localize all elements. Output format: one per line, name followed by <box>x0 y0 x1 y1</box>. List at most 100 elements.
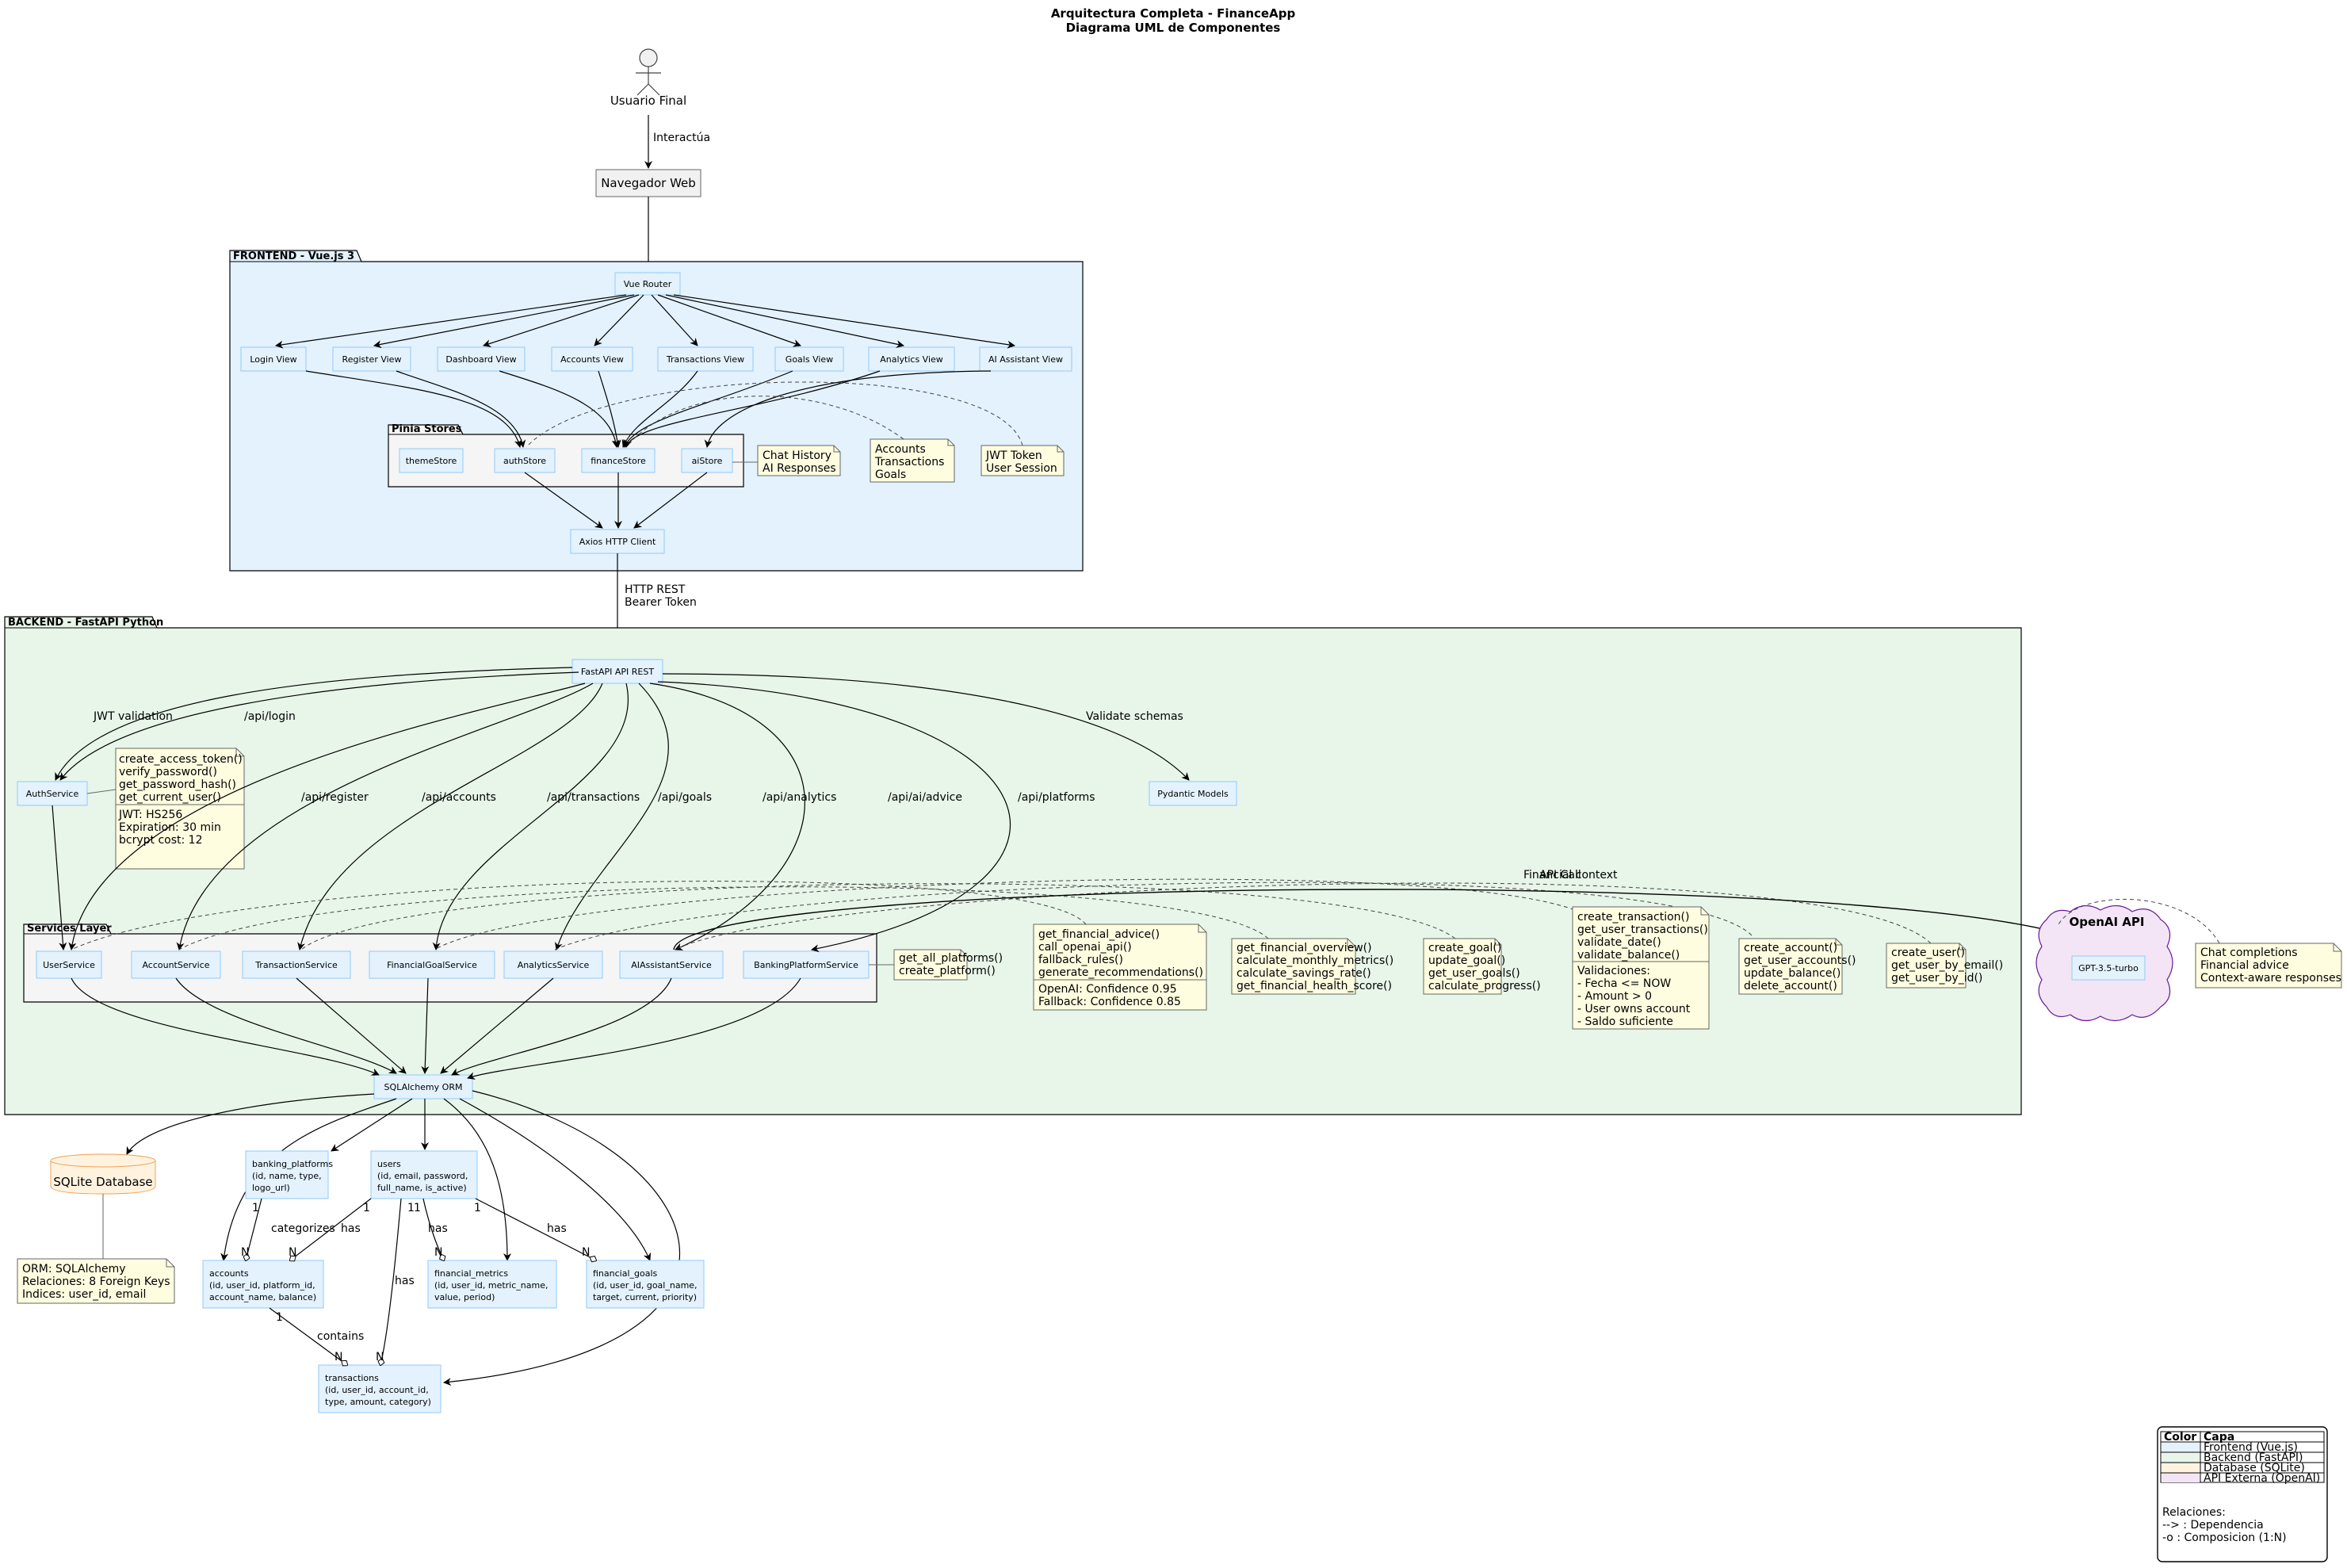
vue-router <box>614 272 681 296</box>
svg-text:Fallback: Confidence 0.85: Fallback: Confidence 0.85 <box>1038 996 1181 1008</box>
svg-text:get_financial_advice(): get_financial_advice() <box>1038 928 1160 941</box>
svg-text:Indices: user_id, email: Indices: user_id, email <box>22 1288 146 1301</box>
services: UserService AccountService TransactionSe… <box>36 950 870 979</box>
svg-text:verify_password(): verify_password() <box>119 766 217 778</box>
svg-text:get_user_goals(): get_user_goals() <box>1428 967 1520 980</box>
svg-text:get_all_platforms(): get_all_platforms() <box>899 952 1003 965</box>
financial-goal-service <box>369 950 495 979</box>
svg-text:Validate schemas: Validate schemas <box>1086 710 1183 723</box>
note-sqlite: ORM: SQLAlchemy Relaciones: 8 Foreign Ke… <box>17 1258 175 1304</box>
note-users: create_user() get_user_by_email() get_us… <box>1886 943 2003 989</box>
svg-text:financial_metrics: financial_metrics <box>434 1268 508 1279</box>
svg-text:--> : Dependencia: --> : Dependencia <box>2162 1519 2264 1532</box>
diagram-title: Arquitectura Completa - FinanceApp <box>1051 6 1296 21</box>
register-view <box>332 346 411 372</box>
edge-label-api-call: API Call <box>1539 869 1581 882</box>
svg-text:/api/register: /api/register <box>301 791 369 804</box>
svg-text:create_platform(): create_platform() <box>899 965 996 977</box>
svg-text:calculate_progress(): calculate_progress() <box>1428 980 1541 992</box>
fastapi-rest <box>571 659 663 684</box>
svg-text:Financial advice: Financial advice <box>2200 959 2289 972</box>
svg-text:- Saldo suficiente: - Saldo suficiente <box>1577 1015 1673 1028</box>
table-banking-platforms <box>245 1150 329 1199</box>
svg-text:get_user_by_id(): get_user_by_id() <box>1891 972 1982 985</box>
browser-label: Navegador Web <box>601 176 696 190</box>
svg-text:1: 1 <box>363 1202 370 1214</box>
svg-text:logo_url): logo_url) <box>252 1183 290 1193</box>
svg-text:banking_platforms: banking_platforms <box>252 1159 333 1169</box>
svg-text:/api/goals: /api/goals <box>658 791 712 804</box>
openai-label: OpenAI API <box>2070 915 2145 929</box>
user-service <box>36 950 102 979</box>
svg-text:(id, user_id, account_id,: (id, user_id, account_id, <box>325 1385 429 1395</box>
goals-view-label: Goals View <box>786 354 833 365</box>
transactions-view <box>657 346 754 372</box>
svg-text:Color: Color <box>2164 1431 2196 1444</box>
svg-text:type, amount, category): type, amount, category) <box>325 1397 431 1407</box>
svg-text:get_user_transactions(): get_user_transactions() <box>1577 924 1708 936</box>
svg-text:(id, user_id, goal_name,: (id, user_id, goal_name, <box>593 1280 698 1291</box>
svg-text:has: has <box>395 1275 415 1287</box>
service-note-connectors <box>71 878 1932 950</box>
svg-text:/api/platforms: /api/platforms <box>1018 791 1095 804</box>
sqlalchemy-orm-label: SQLAlchemy ORM <box>384 1082 463 1092</box>
svg-text:Expiration: 30 min: Expiration: 30 min <box>119 821 221 834</box>
sqlalchemy-orm <box>373 1074 473 1100</box>
note-ai-service: get_financial_advice() call_openai_api()… <box>1033 924 1207 1011</box>
svg-text:Chat completions: Chat completions <box>2200 947 2298 959</box>
axios-client-label: Axios HTTP Client <box>579 537 656 547</box>
login-view-label: Login View <box>250 354 296 365</box>
svg-text:1: 1 <box>407 1202 415 1214</box>
svg-text:AccountService: AccountService <box>142 960 209 970</box>
svg-text:Context-aware responses: Context-aware responses <box>2200 972 2341 985</box>
svg-text:- Fecha <= NOW: - Fecha <= NOW <box>1577 977 1671 990</box>
ai-assistant-view-label: AI Assistant View <box>988 354 1063 365</box>
frontend-package-label: FRONTEND - Vue.js 3 <box>233 250 354 262</box>
svg-text:update_goal(): update_goal() <box>1428 954 1505 967</box>
actor-icon <box>636 48 661 96</box>
ai-store-label: aiStore <box>692 456 723 466</box>
svg-text:full_name, is_active): full_name, is_active) <box>377 1183 467 1193</box>
ai-assistant-service <box>619 950 724 979</box>
svg-text:AIAssistantService: AIAssistantService <box>631 960 712 970</box>
edge-label-http-rest: HTTP REST <box>625 583 686 596</box>
svg-text:AnalyticsService: AnalyticsService <box>518 960 590 970</box>
svg-text:contains: contains <box>317 1330 364 1343</box>
fastapi-rest-label: FastAPI API REST <box>581 667 654 677</box>
auth-service-label: AuthService <box>26 789 79 799</box>
edge-label-interacts: Interactúa <box>653 132 710 144</box>
table-transactions <box>318 1364 441 1413</box>
backend-package-label: BACKEND - FastAPI Python <box>8 617 163 629</box>
edge-label-bearer: Bearer Token <box>625 596 697 609</box>
svg-text:transactions: transactions <box>325 1373 379 1383</box>
svg-text:API Externa (OpenAI): API Externa (OpenAI) <box>2204 1472 2320 1485</box>
svg-text:users: users <box>377 1159 401 1169</box>
sqlite-database-label: SQLite Database <box>53 1175 152 1189</box>
svg-text:get_user_accounts(): get_user_accounts() <box>1744 954 1856 967</box>
table-users <box>370 1150 478 1199</box>
svg-text:N: N <box>334 1351 342 1363</box>
svg-text:OpenAI: Confidence 0.95: OpenAI: Confidence 0.95 <box>1038 983 1177 996</box>
svg-text:/api/ai/advice: /api/ai/advice <box>888 791 962 804</box>
auth-store <box>494 448 556 473</box>
svg-text:(id, email, password,: (id, email, password, <box>377 1171 468 1181</box>
orm-table-edges <box>126 1090 681 1386</box>
svg-text:create_user(): create_user() <box>1891 947 1965 959</box>
account-service <box>131 950 221 979</box>
note-accounts: create_account() get_user_accounts() upd… <box>1738 938 1856 995</box>
svg-text:Database (SQLite): Database (SQLite) <box>2204 1462 2305 1474</box>
svg-text:JWT validation: JWT validation <box>93 710 173 723</box>
theme-store <box>399 448 464 473</box>
ai-assistant-view <box>979 346 1072 372</box>
service-orm-edges <box>71 977 801 1080</box>
svg-text:get_financial_overview(): get_financial_overview() <box>1237 942 1372 954</box>
note-banking: get_all_platforms() create_platform() <box>869 949 1003 981</box>
actor-label: Usuario Final <box>610 94 686 108</box>
svg-text:has: has <box>341 1222 361 1235</box>
svg-text:Backend (FastAPI): Backend (FastAPI) <box>2204 1451 2303 1464</box>
svg-text:categorizes: categorizes <box>271 1222 335 1235</box>
svg-text:get_user_by_email(): get_user_by_email() <box>1891 959 2003 972</box>
backend-package: BACKEND - FastAPI Python <box>4 616 2022 1115</box>
svg-text:- User owns account: - User owns account <box>1577 1003 1691 1015</box>
svg-text:has: has <box>428 1222 448 1235</box>
